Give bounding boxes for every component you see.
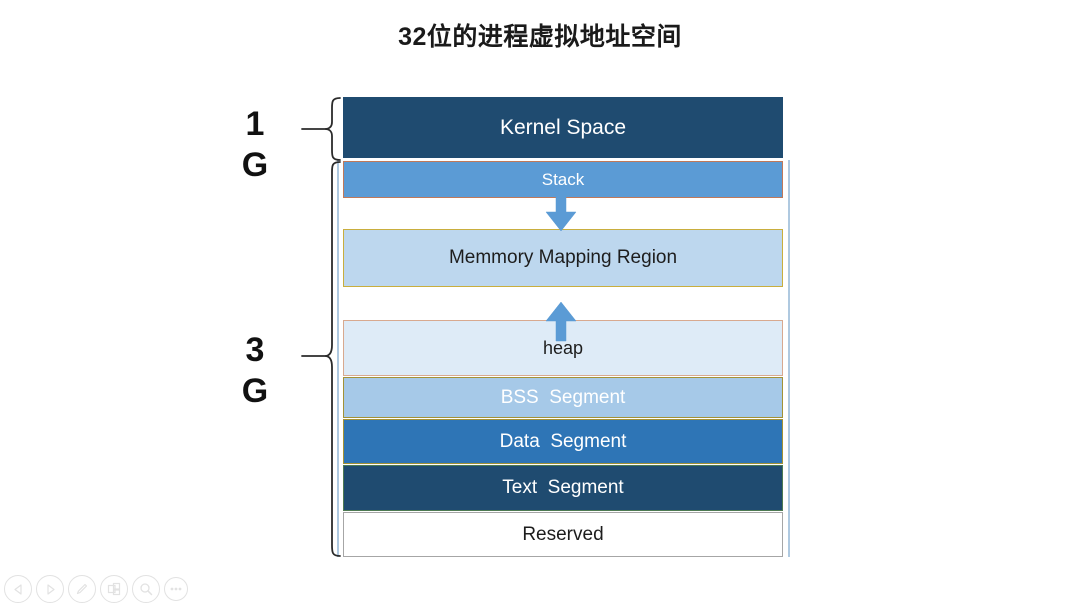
page-title: 32位的进程虚拟地址空间: [398, 23, 682, 51]
size-label-user-value: 3: [245, 331, 265, 369]
block-data-segment-label: Data Segment: [499, 430, 627, 452]
next-button[interactable]: [36, 575, 64, 603]
block-text-segment-label: Text Segment: [502, 477, 624, 498]
pen-icon: [76, 583, 88, 595]
block-memory-mapping-region: Memmory Mapping Region: [343, 229, 783, 287]
brace-kernel-region: [301, 97, 341, 161]
block-kernel-space: Kernel Space: [343, 97, 783, 158]
slides-button[interactable]: [100, 575, 128, 603]
size-label-kernel-value: 1: [245, 105, 265, 143]
block-bss-segment-label: BSS Segment: [500, 386, 626, 408]
more-button[interactable]: [164, 577, 188, 601]
block-kernel-space-label: Kernel Space: [499, 115, 627, 139]
pen-button[interactable]: [68, 575, 96, 603]
size-label-kernel-unit: G: [241, 146, 269, 184]
user-space-outline: [337, 160, 790, 557]
size-label-user-region: 3 G: [232, 330, 278, 412]
triangle-right-icon: [46, 583, 55, 595]
ellipsis-icon: [170, 587, 182, 591]
size-label-user-unit: G: [241, 372, 269, 410]
stack-growth-arrow-down-icon: [545, 190, 577, 232]
heap-growth-arrow-up-icon: [545, 302, 577, 342]
block-data-segment: Data Segment: [343, 419, 783, 464]
size-label-kernel-region: 1 G: [232, 104, 278, 186]
block-reserved: Reserved: [343, 512, 783, 557]
block-bss-segment: BSS Segment: [343, 377, 783, 418]
bottom-toolbar: [4, 575, 188, 603]
triangle-left-icon: [13, 583, 22, 595]
previous-button[interactable]: [4, 575, 32, 603]
magnifier-icon: [140, 583, 153, 596]
block-heap-label: heap: [542, 337, 584, 358]
zoom-button[interactable]: [132, 575, 160, 603]
slides-icon: [107, 582, 121, 596]
block-stack-label: Stack: [541, 169, 585, 189]
brace-user-region: [301, 161, 341, 557]
block-memory-mapping-region-label: Memmory Mapping Region: [448, 247, 678, 268]
block-reserved-label: Reserved: [522, 523, 604, 545]
block-text-segment: Text Segment: [343, 465, 783, 511]
